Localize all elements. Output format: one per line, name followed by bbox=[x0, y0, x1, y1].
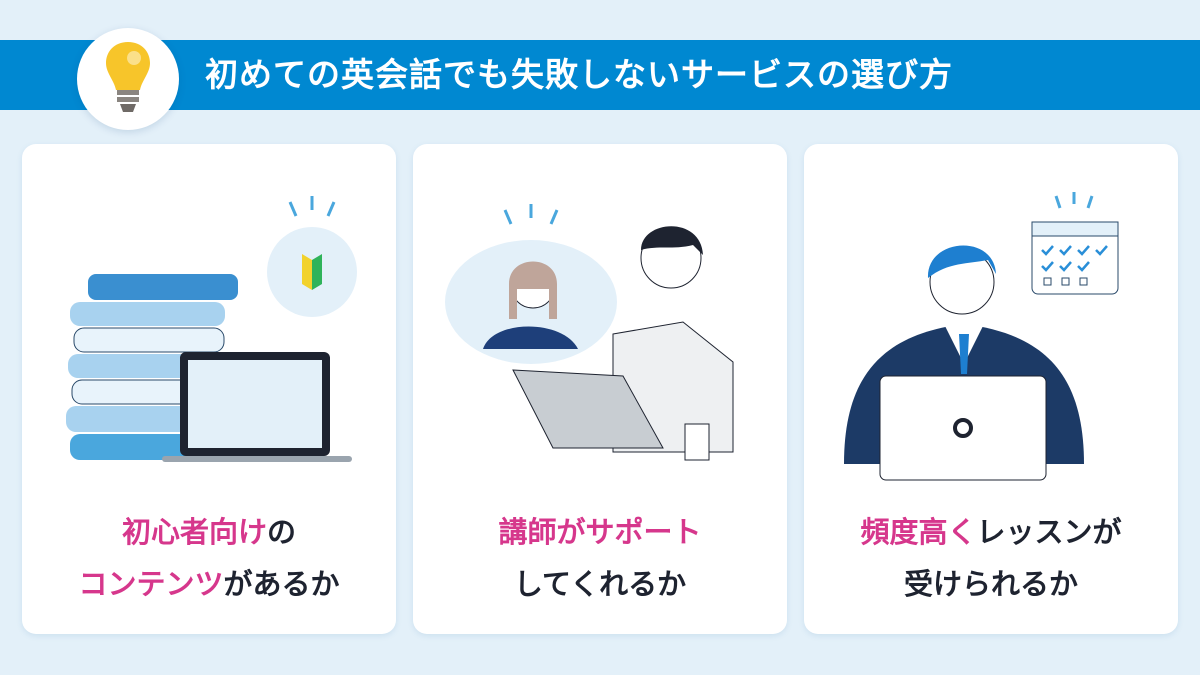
lightbulb-badge bbox=[77, 28, 179, 130]
caption-highlight: コンテンツ bbox=[78, 567, 224, 601]
card-caption: 頻度高くレッスンが 受けられるか bbox=[804, 506, 1178, 610]
lightbulb-icon bbox=[106, 42, 150, 112]
caption-text: してくれるか bbox=[513, 567, 687, 601]
card-teacher-support: 講師がサポート してくれるか bbox=[413, 144, 787, 634]
caption-highlight: 初心者向け bbox=[121, 515, 267, 549]
caption-text: レッスンが bbox=[976, 515, 1122, 549]
teacher-student-illustration bbox=[445, 204, 734, 461]
card-caption: 講師がサポート してくれるか bbox=[413, 506, 787, 610]
caption-highlight: 講師がサポート bbox=[498, 515, 702, 549]
books-laptop-illustration bbox=[66, 196, 357, 462]
card-beginner-content: 初心者向けの コンテンツがあるか bbox=[22, 144, 396, 634]
title-bar bbox=[0, 40, 1200, 110]
card-frequent-lessons: 頻度高くレッスンが 受けられるか bbox=[804, 144, 1178, 634]
caption-highlight: 頻度高く bbox=[860, 515, 977, 549]
caption-text: があるか bbox=[223, 567, 340, 601]
caption-text: の bbox=[267, 515, 297, 549]
card-caption: 初心者向けの コンテンツがあるか bbox=[22, 506, 396, 610]
caption-text: 受けられるか bbox=[903, 567, 1078, 601]
businessman-illustration bbox=[844, 192, 1119, 481]
laptop-icon bbox=[162, 352, 352, 462]
calendar-icon bbox=[1031, 221, 1119, 295]
page-title: 初めての英会話でも失敗しないサービスの選び方 bbox=[205, 55, 953, 94]
